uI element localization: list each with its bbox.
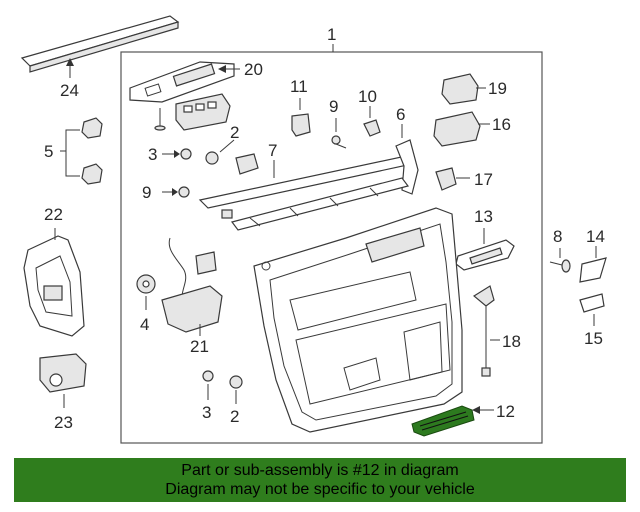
banner-line-2: Diagram may not be specific to your vehi… [165, 481, 475, 498]
callout-12: 12 [496, 402, 515, 421]
callout-10: 10 [358, 87, 377, 106]
part-20-switch-bezel[interactable] [129, 61, 240, 103]
part-1-door-trim-panel [253, 207, 463, 433]
part-bolt[interactable] [154, 108, 166, 131]
callout-9-top: 9 [329, 97, 338, 116]
part-19-switch[interactable] [441, 73, 486, 105]
part-9-screw-top[interactable] [331, 118, 347, 149]
part-15-cover[interactable] [579, 293, 605, 326]
callout-6: 6 [396, 105, 405, 124]
part-4-grommet[interactable] [136, 274, 156, 310]
callout-18: 18 [502, 332, 521, 351]
callout-2-top: 2 [230, 123, 239, 142]
callout-9-left: 9 [142, 183, 151, 202]
part-9-screw-left[interactable] [162, 186, 190, 198]
callout-16: 16 [492, 115, 511, 134]
callout-24: 24 [60, 81, 79, 100]
part-14-cover[interactable] [579, 246, 607, 283]
part-13-handle[interactable] [455, 228, 515, 271]
part-11-cap[interactable] [291, 98, 311, 137]
parts-diagram: 1 24 5 22 23 20 [20, 15, 607, 444]
part-insulator[interactable] [235, 153, 259, 175]
part-7-trim-strip[interactable] [198, 155, 414, 209]
part-12-highlighted[interactable] [411, 405, 494, 437]
part-22-bracket[interactable] [23, 228, 85, 337]
callout-15: 15 [584, 329, 603, 348]
part-2-retainer[interactable] [205, 139, 235, 165]
callout-2-bottom: 2 [230, 407, 239, 426]
callout-22: 22 [44, 205, 63, 224]
assembly-frame [120, 51, 543, 444]
callout-17: 17 [474, 170, 493, 189]
callout-20: 20 [244, 60, 263, 79]
part-2-retainer-bottom[interactable] [229, 375, 243, 404]
callout-3-top: 3 [148, 145, 157, 164]
part-5-clips[interactable] [60, 117, 103, 185]
part-23-module[interactable] [39, 353, 87, 408]
info-banner: Part or sub-assembly is #12 in diagram D… [14, 458, 626, 502]
part-17-clip[interactable] [435, 167, 470, 191]
part-beltline-reinforcement[interactable] [221, 177, 410, 231]
callout-1: 1 [327, 25, 336, 44]
callout-11: 11 [290, 77, 308, 96]
callout-7: 7 [268, 141, 277, 160]
callout-4: 4 [140, 315, 149, 334]
part-8-bolt[interactable] [549, 248, 571, 273]
part-3-screw[interactable] [162, 148, 192, 160]
part-window-switch[interactable] [175, 93, 231, 131]
part-16-switch[interactable] [433, 111, 490, 147]
part-6-garnish[interactable] [395, 124, 419, 195]
part-24-weatherstrip[interactable] [20, 15, 180, 78]
callout-8: 8 [553, 227, 562, 246]
callout-19: 19 [488, 79, 507, 98]
callout-23: 23 [54, 413, 73, 432]
part-10-clip[interactable] [363, 106, 381, 137]
banner-line-1: Part or sub-assembly is #12 in diagram [181, 462, 459, 479]
callout-3-bottom: 3 [202, 403, 211, 422]
callout-14: 14 [586, 227, 605, 246]
callout-13: 13 [474, 207, 493, 226]
part-21-harness[interactable] [161, 237, 223, 336]
part-3-screw-bottom[interactable] [202, 370, 214, 400]
callout-5: 5 [44, 142, 53, 161]
callout-21: 21 [190, 337, 209, 356]
part-18-rod[interactable] [472, 285, 500, 377]
